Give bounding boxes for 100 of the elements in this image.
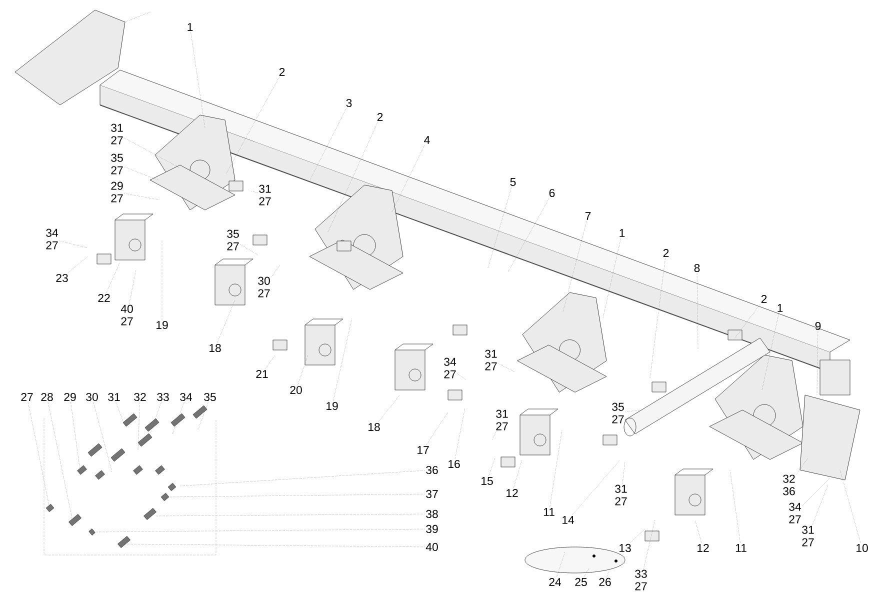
leader-line [96,528,425,532]
callout-number: 1 [778,304,783,312]
leader-line [762,312,780,390]
callout-number: 35 [204,392,216,402]
callout-number: 28 [41,392,53,402]
callout-number: 32 [134,392,146,402]
leader-line [124,193,160,200]
callout-number: 35 27 [227,230,239,250]
callout-number: 15 [482,477,493,485]
leader-line [70,402,80,470]
callout-number: 38 [426,510,438,518]
leader-line [172,402,184,436]
callout-number: 31 27 [259,184,271,206]
callout-number: 17 [418,446,429,454]
callout-number: 26 [599,578,611,586]
leader-line [625,410,640,412]
callout-number: 3 [346,98,352,108]
leader-line [116,402,124,424]
leader-line [650,258,666,378]
callout-number: 9 [815,322,821,330]
callout-number: 23 [56,274,68,282]
leader-line [124,138,180,168]
callout-number: 14 [562,516,574,524]
callout-number: 31 27 [111,124,123,144]
leader-line [643,520,656,569]
callout-number: 31 27 [615,484,627,506]
leader-line [508,198,550,272]
leader-line [694,520,702,543]
callout-number: 31 27 [802,526,814,546]
callout-number: 34 27 [46,228,58,250]
leader-line [93,402,112,472]
callout-number: 33 27 [635,570,647,590]
callout-number: 12 [506,489,518,497]
leader-line [426,412,448,446]
leader-line [240,244,258,256]
leader-line [265,354,276,369]
leader-line [556,552,566,577]
callout-number: 39 [426,524,438,534]
callout-number: 36 [426,466,438,474]
callout-number: 25 [575,578,587,586]
leader-line [138,402,140,450]
callout-number: 6 [549,188,555,198]
leader-line [106,262,120,293]
callout-number: 31 [108,392,120,402]
callout-number: 2 [377,113,383,121]
leader-line [271,264,280,277]
callout-number: 34 27 [789,502,802,524]
leader-line [454,408,466,459]
callout-number: 27 [21,393,33,401]
callout-number: 37 [426,490,438,498]
callout-number: 2 [761,295,767,303]
leader-line [488,458,496,476]
leader-line [513,460,522,488]
leader-line [606,570,610,577]
callout-number: 35 27 [111,154,123,174]
leader-line [816,331,818,396]
leader-line [148,402,162,440]
leader-line [630,528,646,543]
leader-line [696,273,698,350]
leader-line [180,470,425,486]
leader-line [840,470,861,543]
leader-line [59,240,88,248]
leader-line [572,460,620,516]
callout-number: 29 [64,392,76,402]
leader-line [602,238,622,318]
callout-number: 35 27 [612,402,624,424]
leader-line [550,430,562,508]
leader-line [584,568,590,577]
callout-number: 30 [86,392,98,402]
callout-number: 13 [620,544,631,552]
callout-number: 34 [180,392,192,402]
callout-number: 16 [448,460,460,468]
leader-line [730,470,740,544]
leader-line [310,108,347,180]
leader-line [298,354,308,385]
leader-line [198,402,208,430]
leader-line [488,187,512,268]
callout-number: 22 [98,294,110,302]
callout-number: 33 [157,392,169,402]
leader-line [48,402,72,518]
callout-number: 34 27 [444,358,456,378]
callout-number: 8 [694,264,700,272]
callout-number: 30 27 [258,276,270,298]
callout-number: 32 36 [783,474,795,496]
leader-line [124,544,425,548]
callout-number: 31 27 [496,410,508,430]
leader-line [190,32,206,128]
callout-number: 2 [279,68,285,76]
callout-number: 31 27 [485,350,497,370]
leader-line [796,458,808,474]
leader-line [68,256,88,273]
leader-line [156,514,425,516]
callout-number: 5 [510,178,516,186]
leader-line [333,318,352,401]
leader-line [562,220,587,312]
leader-line [328,122,378,232]
callout-number: 11 [736,544,746,552]
leader-line [734,304,760,338]
callout-number: 19 [156,320,168,330]
leader-line [457,373,466,380]
